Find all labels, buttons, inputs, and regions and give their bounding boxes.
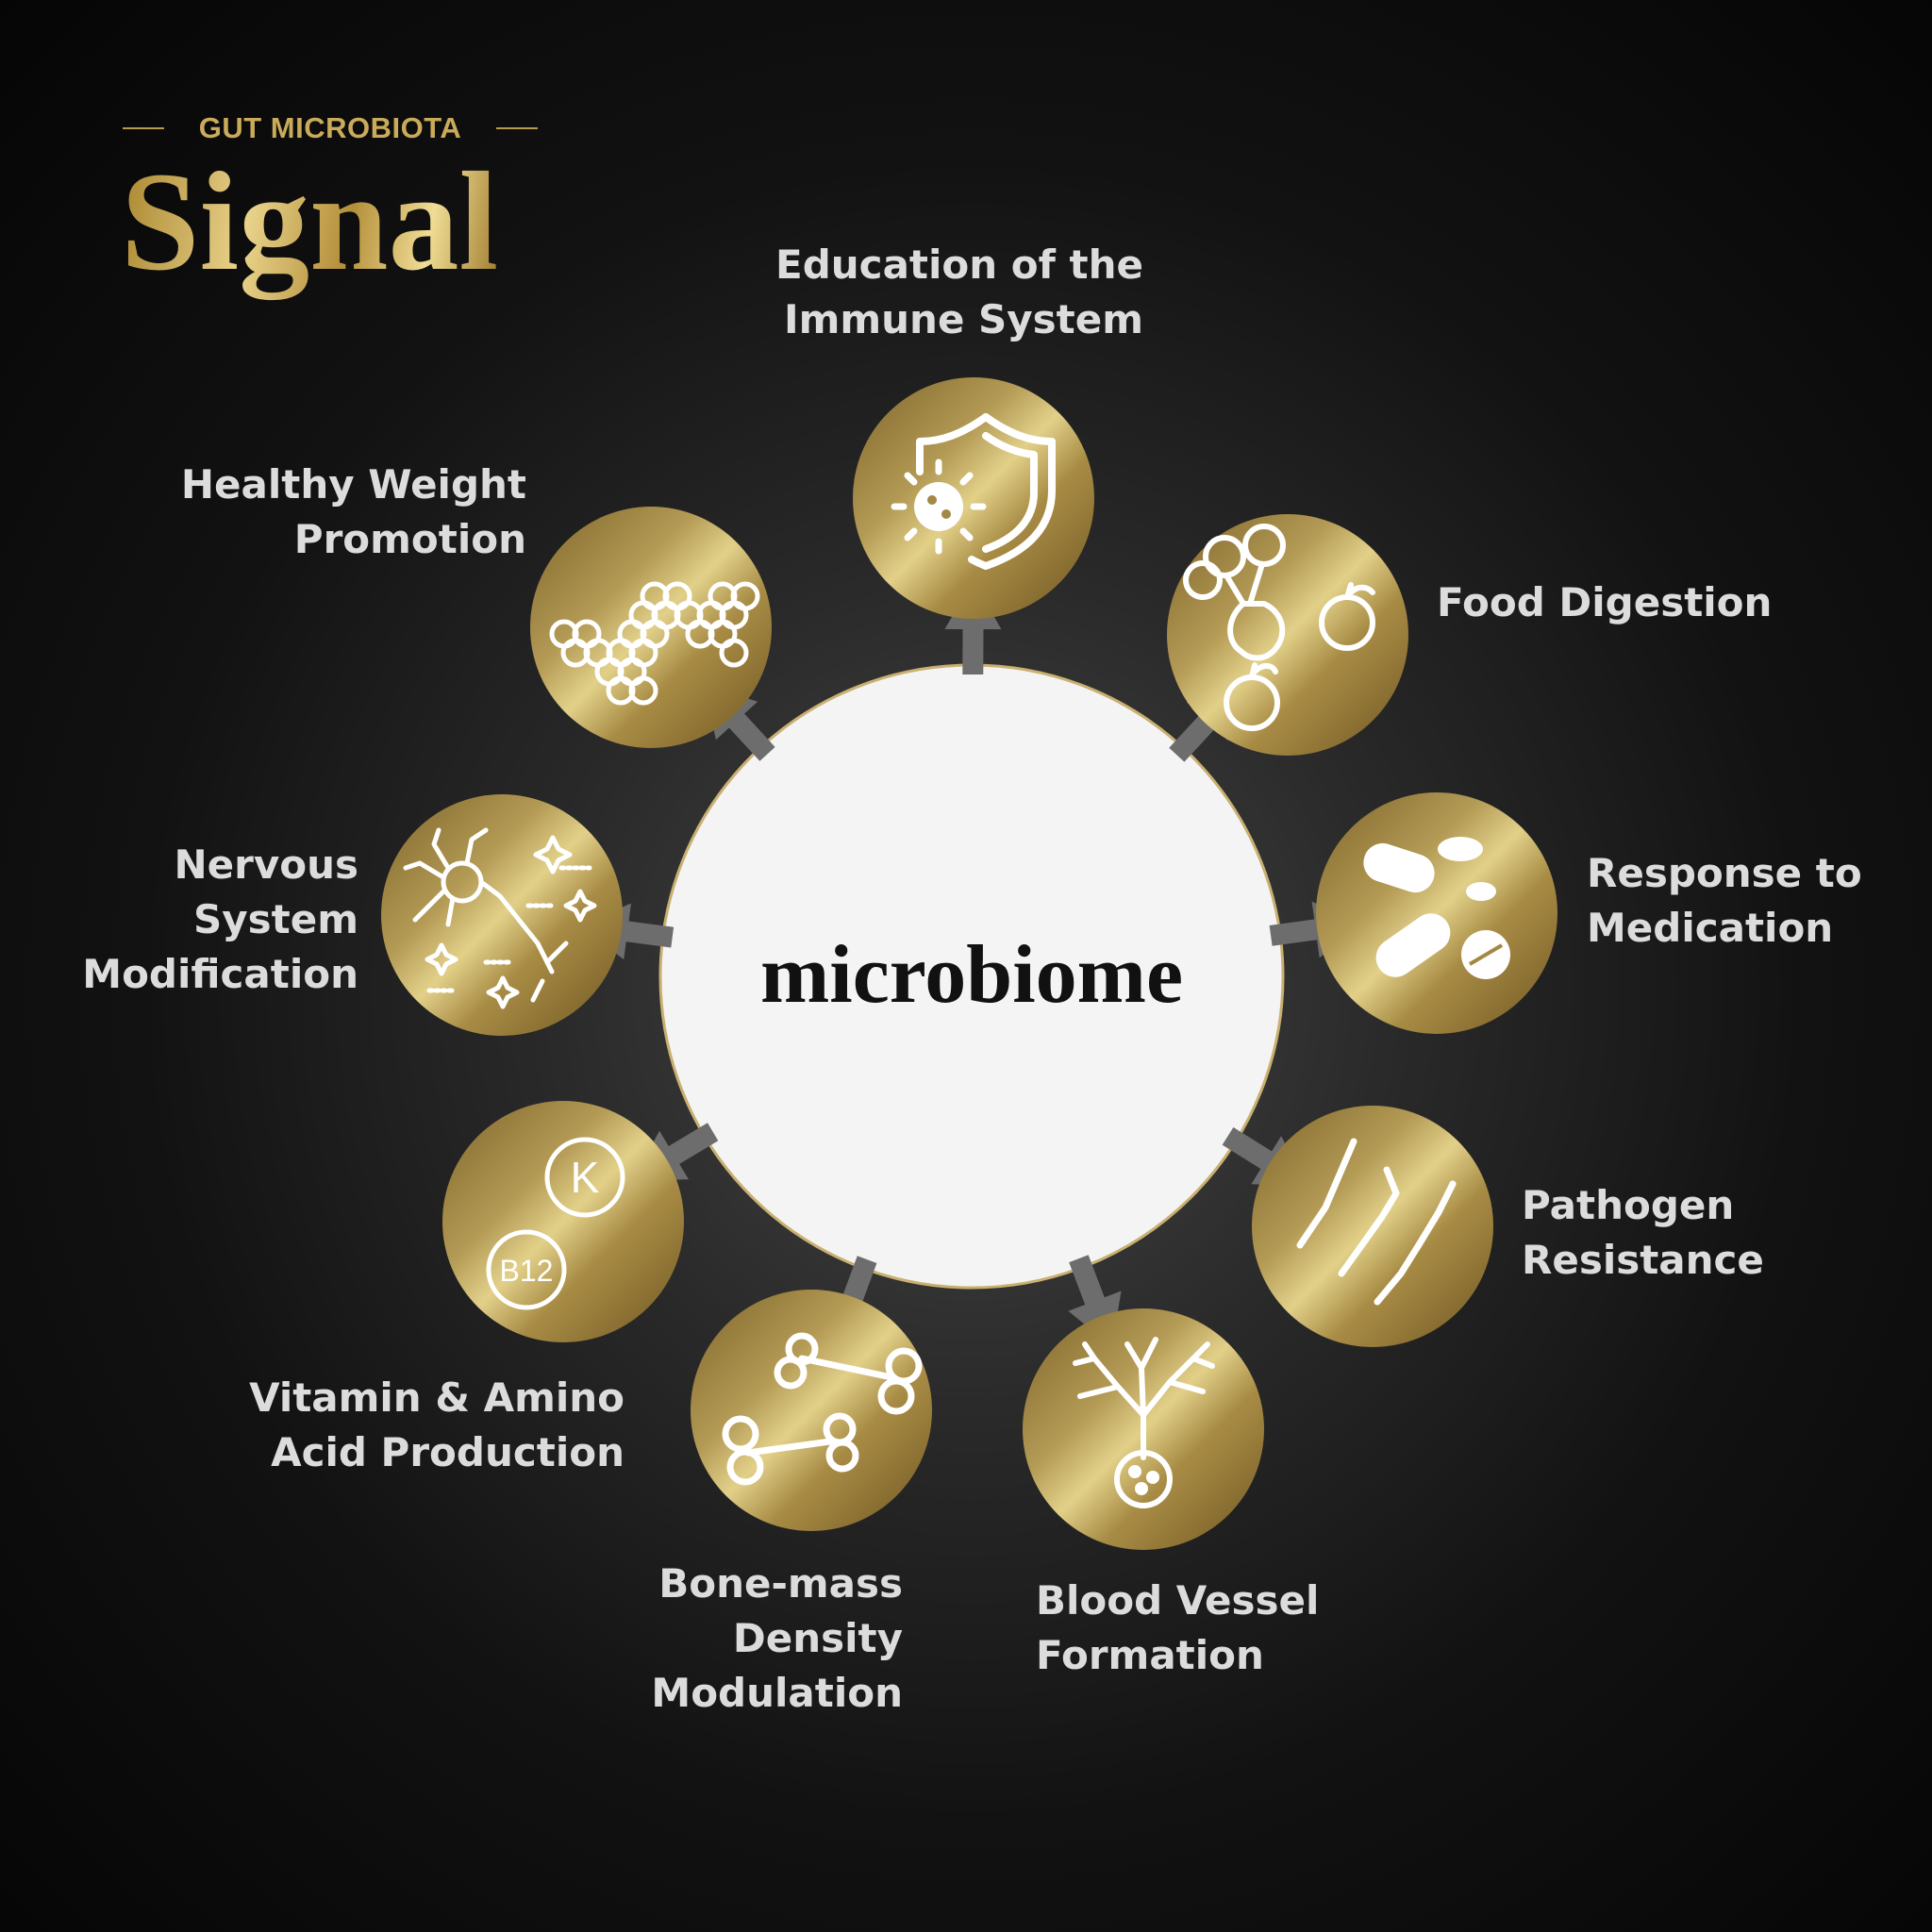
label-pathogen-line-1: Pathogen (1522, 1182, 1735, 1228)
node-vitamin: K B12 (442, 1101, 684, 1342)
fat-cells-icon (549, 581, 760, 706)
label-blood-vessel-line-1: Blood Vessel (1036, 1577, 1320, 1624)
label-pathogen: Pathogen Resistance (1522, 1178, 1764, 1288)
node-circle-bone (691, 1290, 932, 1531)
vegetables-fruit-icon (1183, 524, 1375, 731)
node-bone (691, 1290, 932, 1531)
label-immune-line-1: Education of the (775, 242, 1143, 288)
label-pathogen-line-2: Resistance (1522, 1237, 1764, 1283)
node-circle-medication (1316, 792, 1557, 1034)
label-immune: Education of the Immune System (717, 238, 1143, 347)
arrow-immune (944, 580, 1002, 675)
node-circle-vitamin (442, 1101, 684, 1342)
node-pathogen (1252, 1106, 1493, 1347)
label-vitamin-line-1: Vitamin & Amino (249, 1374, 625, 1421)
label-nervous-line-1: Nervous (174, 841, 358, 888)
shield-virus-icon (891, 413, 1056, 570)
vitamin-icon: K B12 (486, 1137, 625, 1310)
bacteria-icon (1296, 1138, 1457, 1306)
neuron-icon (403, 827, 597, 1009)
brand-subtitle: GUT MICROBIOTA (198, 111, 462, 144)
node-medication (1316, 792, 1557, 1034)
label-medication-line-2: Medication (1587, 905, 1834, 951)
pills-icon (1363, 837, 1510, 979)
label-digestion-line-1: Food Digestion (1437, 579, 1773, 625)
label-nervous-line-2: System (193, 896, 358, 942)
label-vitamin: Vitamin & Amino Acid Production (226, 1371, 625, 1480)
node-weight (530, 507, 772, 748)
bone-icon (722, 1332, 923, 1486)
brand-rule-left (123, 127, 164, 129)
label-medication-line-1: Response to (1587, 850, 1862, 896)
label-bone-line-2: Density (732, 1615, 903, 1661)
node-digestion (1167, 514, 1408, 756)
label-nervous-line-3: Modification (82, 951, 358, 997)
node-circle-immune (853, 377, 1094, 619)
node-immune (853, 377, 1094, 619)
label-blood-vessel-line-2: Formation (1036, 1632, 1264, 1678)
node-blood-vessel (1023, 1308, 1264, 1550)
blood-vessel-icon (1073, 1337, 1215, 1508)
label-bone-line-1: Bone-mass (658, 1560, 903, 1607)
label-weight-line-1: Healthy Weight (180, 461, 526, 508)
label-vitamin-line-2: Acid Production (271, 1429, 625, 1475)
label-bone: Bone-mass Density Modulation (604, 1557, 903, 1721)
brand-rule-right (495, 127, 538, 129)
label-nervous: Nervous System Modification (57, 838, 358, 1002)
label-immune-line-2: Immune System (783, 296, 1143, 342)
vitamin-b12-label: B12 (500, 1254, 554, 1288)
label-medication: Response to Medication (1587, 846, 1862, 956)
center-label: microbiome (760, 929, 1183, 1021)
label-digestion: Food Digestion (1437, 575, 1772, 630)
node-nervous (381, 794, 623, 1036)
vitamin-k-label: K (571, 1153, 600, 1202)
label-bone-line-3: Modulation (651, 1670, 903, 1716)
label-weight: Healthy Weight Promotion (170, 458, 526, 567)
label-weight-line-2: Promotion (293, 516, 526, 562)
brand-title: Signal (121, 132, 498, 311)
brand-subtitle-row: GUT MICROBIOTA (123, 111, 538, 145)
label-blood-vessel: Blood Vessel Formation (1036, 1574, 1319, 1683)
